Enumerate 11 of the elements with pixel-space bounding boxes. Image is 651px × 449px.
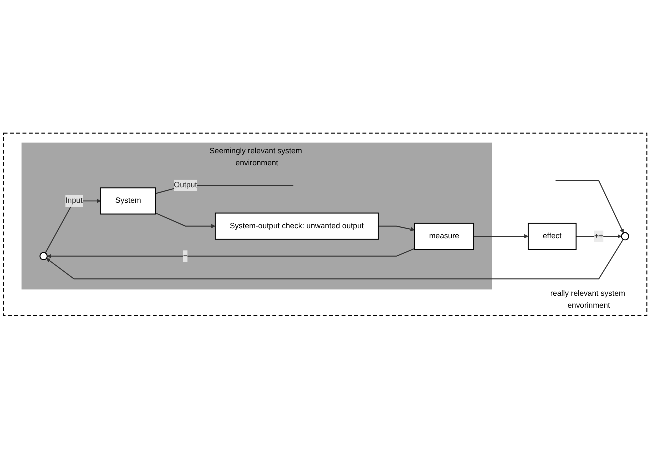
arrow	[46, 239, 624, 280]
arrow	[474, 234, 529, 239]
arrow	[47, 248, 416, 259]
arrow	[555, 180, 624, 234]
arrow	[576, 234, 622, 239]
node-circle	[40, 252, 48, 261]
arrow	[45, 199, 102, 254]
arrow	[378, 226, 415, 232]
connector	[155, 185, 294, 194]
node-circle	[621, 232, 630, 241]
arrow	[155, 212, 216, 228]
